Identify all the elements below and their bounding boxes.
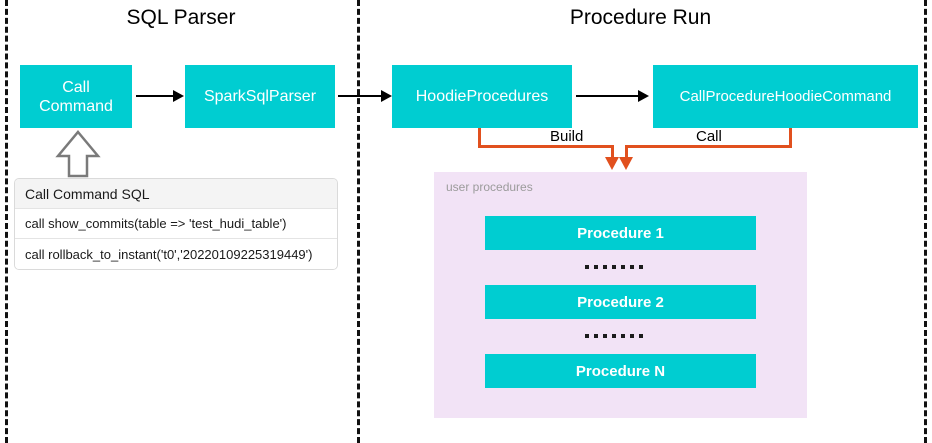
section-title-procedure-run: Procedure Run	[569, 6, 712, 29]
section-title-sql-parser: SQL Parser	[126, 6, 236, 29]
build-connector-vertical-down	[611, 145, 614, 160]
sql-table-row[interactable]: call show_commits(table => 'test_hudi_ta…	[15, 209, 337, 239]
node-hoodie-procedures[interactable]: HoodieProcedures	[392, 65, 572, 128]
call-connector-horizontal	[625, 145, 792, 148]
node-call-command[interactable]: Call Command	[20, 65, 132, 128]
ellipsis-dots-2	[585, 334, 643, 338]
divider-left	[5, 0, 8, 443]
node-call-command-line2: Command	[39, 97, 113, 115]
build-connector-horizontal	[478, 145, 614, 148]
arrow-call-command-to-sparksqlparser-line	[136, 95, 174, 97]
hollow-arrow-up-icon	[55, 130, 101, 183]
arrow-hoodieprocedures-to-callprocedure-line	[576, 95, 639, 97]
node-call-procedure-hoodie-command[interactable]: CallProcedureHoodieCommand	[653, 65, 918, 128]
divider-middle	[357, 0, 360, 443]
user-procedures-panel: user procedures Procedure 1 Procedure 2 …	[434, 172, 807, 418]
call-connector-vertical-down	[625, 145, 628, 160]
build-connector-vertical-left	[478, 128, 481, 148]
arrow-hoodieprocedures-to-callprocedure-head	[638, 90, 649, 102]
call-command-sql-table: Call Command SQL call show_commits(table…	[14, 178, 338, 270]
connector-label-build: Build	[546, 128, 588, 145]
node-spark-sql-parser[interactable]: SparkSqlParser	[185, 65, 335, 128]
arrow-sparksqlparser-to-hoodieprocedures-head	[381, 90, 392, 102]
build-connector-arrowhead	[605, 157, 619, 170]
arrow-call-command-to-sparksqlparser-head	[173, 90, 184, 102]
ellipsis-dots-1	[585, 265, 643, 269]
connector-label-call: Call	[692, 128, 726, 145]
node-call-command-line1: Call	[62, 78, 90, 96]
procedure-box-2[interactable]: Procedure 2	[485, 285, 756, 319]
divider-right	[924, 0, 927, 443]
user-procedures-label: user procedures	[446, 180, 533, 194]
sql-table-row[interactable]: call rollback_to_instant('t0','202201092…	[15, 239, 337, 269]
call-connector-arrowhead	[619, 157, 633, 170]
call-connector-vertical-right	[789, 128, 792, 148]
procedure-box-1[interactable]: Procedure 1	[485, 216, 756, 250]
sql-table-header: Call Command SQL	[15, 179, 337, 209]
arrow-sparksqlparser-to-hoodieprocedures-line	[338, 95, 383, 97]
procedure-box-n[interactable]: Procedure N	[485, 354, 756, 388]
